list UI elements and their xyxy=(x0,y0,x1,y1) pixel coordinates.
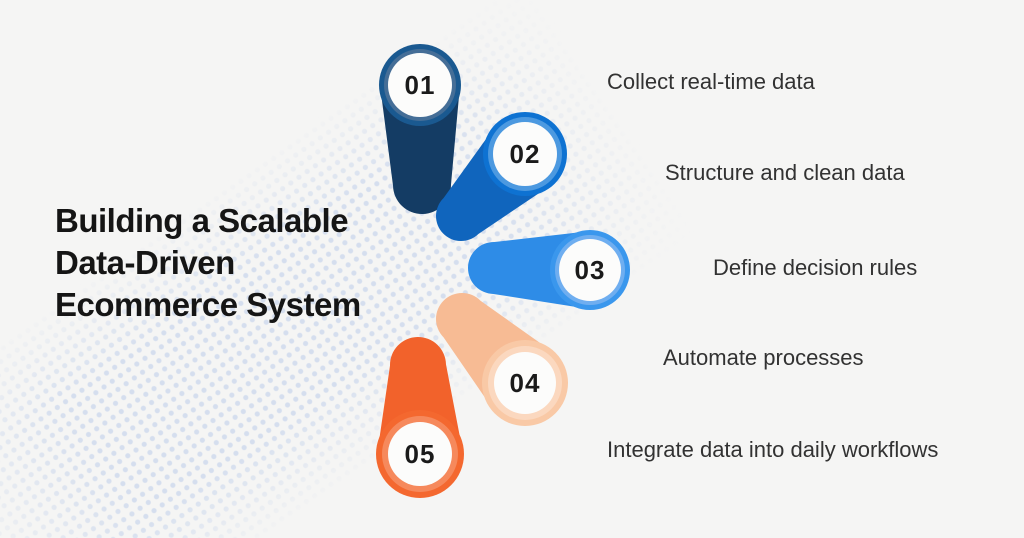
cone-face xyxy=(493,122,557,186)
page-title: Building a Scalable Data-Driven Ecommerc… xyxy=(55,200,361,326)
step-number: 01 xyxy=(405,70,436,100)
step-label-01: Collect real-time data xyxy=(607,69,815,94)
step-number: 04 xyxy=(510,368,541,398)
step-number: 02 xyxy=(510,139,541,169)
step-label-02: Structure and clean data xyxy=(665,160,905,185)
cone-face xyxy=(494,352,556,414)
cone-step-05: 05 xyxy=(376,337,464,498)
cone-step-04: 04 xyxy=(436,293,568,426)
step-label-05: Integrate data into daily workflows xyxy=(607,437,939,462)
cone-face xyxy=(559,239,621,301)
cone-step-02: 02 xyxy=(436,112,567,241)
cone-step-03: 03 xyxy=(468,230,630,310)
step-label-03: Define decision rules xyxy=(713,255,918,280)
cone-face xyxy=(388,53,452,117)
cone-face xyxy=(388,422,452,486)
step-number: 05 xyxy=(405,439,436,469)
cone-step-01: 01 xyxy=(379,44,461,214)
step-number: 03 xyxy=(575,255,606,285)
title-line-2: Data-Driven xyxy=(55,244,235,281)
title-line-3: Ecommerce System xyxy=(55,286,361,323)
title-line-1: Building a Scalable xyxy=(55,202,349,239)
step-label-04: Automate processes xyxy=(663,345,864,370)
